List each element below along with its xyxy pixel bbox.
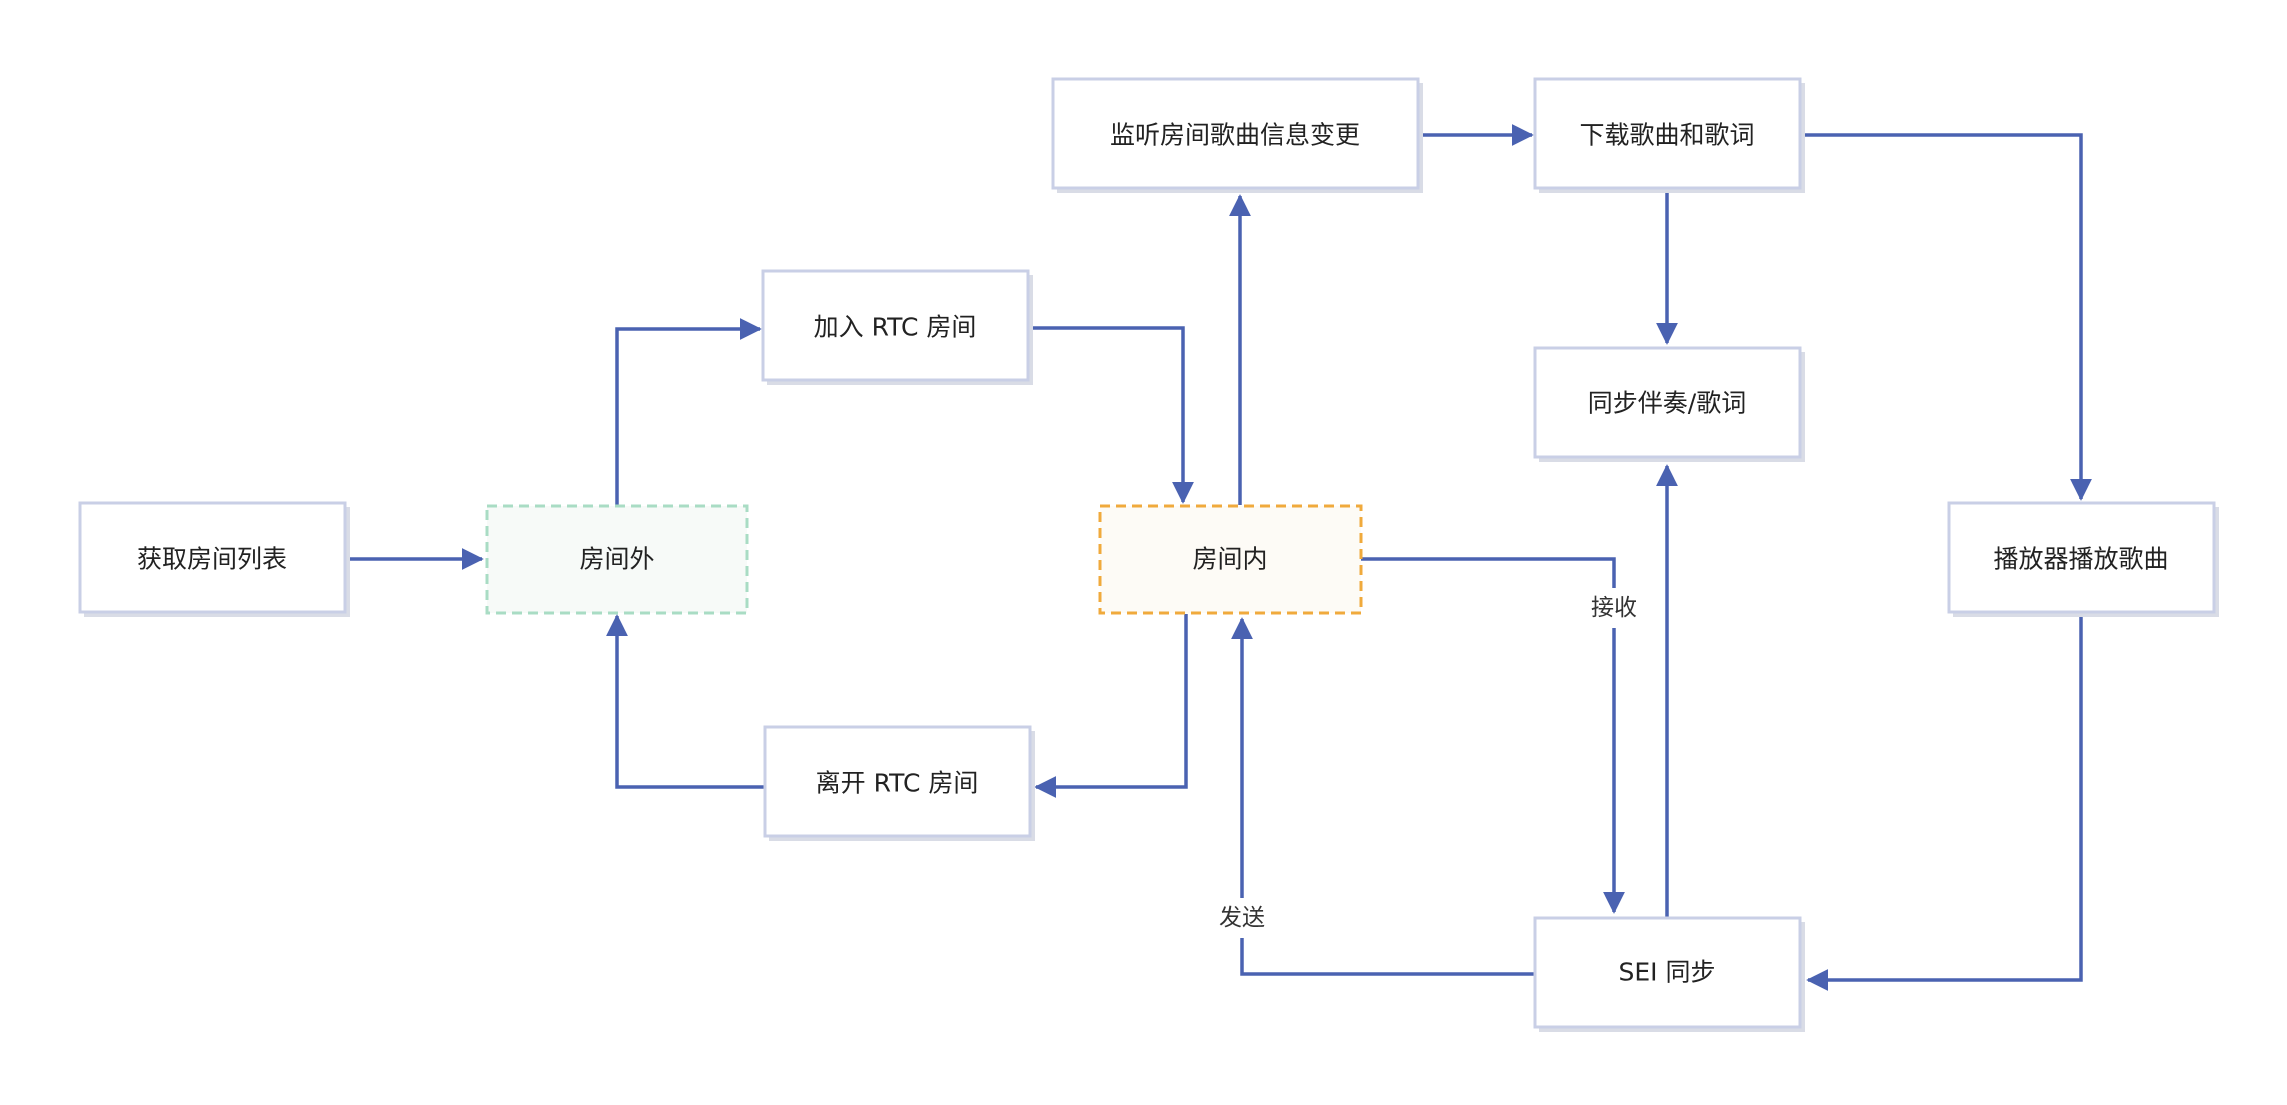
node-player-play-song-label: 播放器播放歌曲	[1993, 545, 2168, 574]
edge-outside-to-join	[615, 318, 762, 505]
node-join-rtc-room-label: 加入 RTC 房间	[814, 313, 977, 342]
node-outside-room: 房间外	[485, 504, 749, 615]
edge-join-to-inside	[1033, 326, 1194, 504]
node-sei-sync-label: SEI 同步	[1619, 958, 1716, 987]
node-join-rtc-room: 加入 RTC 房间	[761, 269, 1033, 385]
node-download-song-lyrics: 下载歌曲和歌词	[1533, 77, 1805, 193]
node-player-play-song: 播放器播放歌曲	[1947, 501, 2219, 617]
edge-leave-to-outside	[606, 614, 764, 789]
node-get-room-list-label: 获取房间列表	[137, 545, 287, 574]
edge-label-receive: 接收	[1591, 595, 1637, 621]
node-get-room-list: 获取房间列表	[78, 501, 350, 617]
edge-inside-to-sei-receive	[1361, 557, 1625, 914]
node-inside-room: 房间内	[1098, 504, 1363, 615]
node-listen-song-change: 监听房间歌曲信息变更	[1051, 77, 1423, 193]
node-download-song-lyrics-label: 下载歌曲和歌词	[1579, 121, 1754, 150]
node-inside-room-label: 房间内	[1192, 545, 1267, 574]
nodes: 获取房间列表 房间外 加入 RTC 房间 离开 RTC 房间 房间内	[78, 77, 2219, 1032]
node-leave-rtc-room: 离开 RTC 房间	[763, 725, 1035, 841]
node-leave-rtc-room-label: 离开 RTC 房间	[816, 769, 979, 798]
edge-label-send: 发送	[1219, 905, 1265, 931]
node-listen-song-change-label: 监听房间歌曲信息变更	[1110, 121, 1360, 150]
node-sync-accompaniment-lyrics: 同步伴奏/歌词	[1533, 346, 1805, 462]
edge-download-to-player	[1800, 133, 2092, 501]
edge-player-to-sei	[1806, 617, 2083, 991]
edge-sei-to-inside-send	[1231, 617, 1536, 976]
node-outside-room-label: 房间外	[579, 545, 654, 574]
edge-labels: 接收 发送	[1214, 588, 1642, 938]
edge-inside-to-leave	[1034, 614, 1188, 798]
node-sei-sync: SEI 同步	[1533, 916, 1805, 1032]
node-sync-accompaniment-lyrics-label: 同步伴奏/歌词	[1588, 389, 1746, 418]
edges	[347, 124, 2092, 991]
